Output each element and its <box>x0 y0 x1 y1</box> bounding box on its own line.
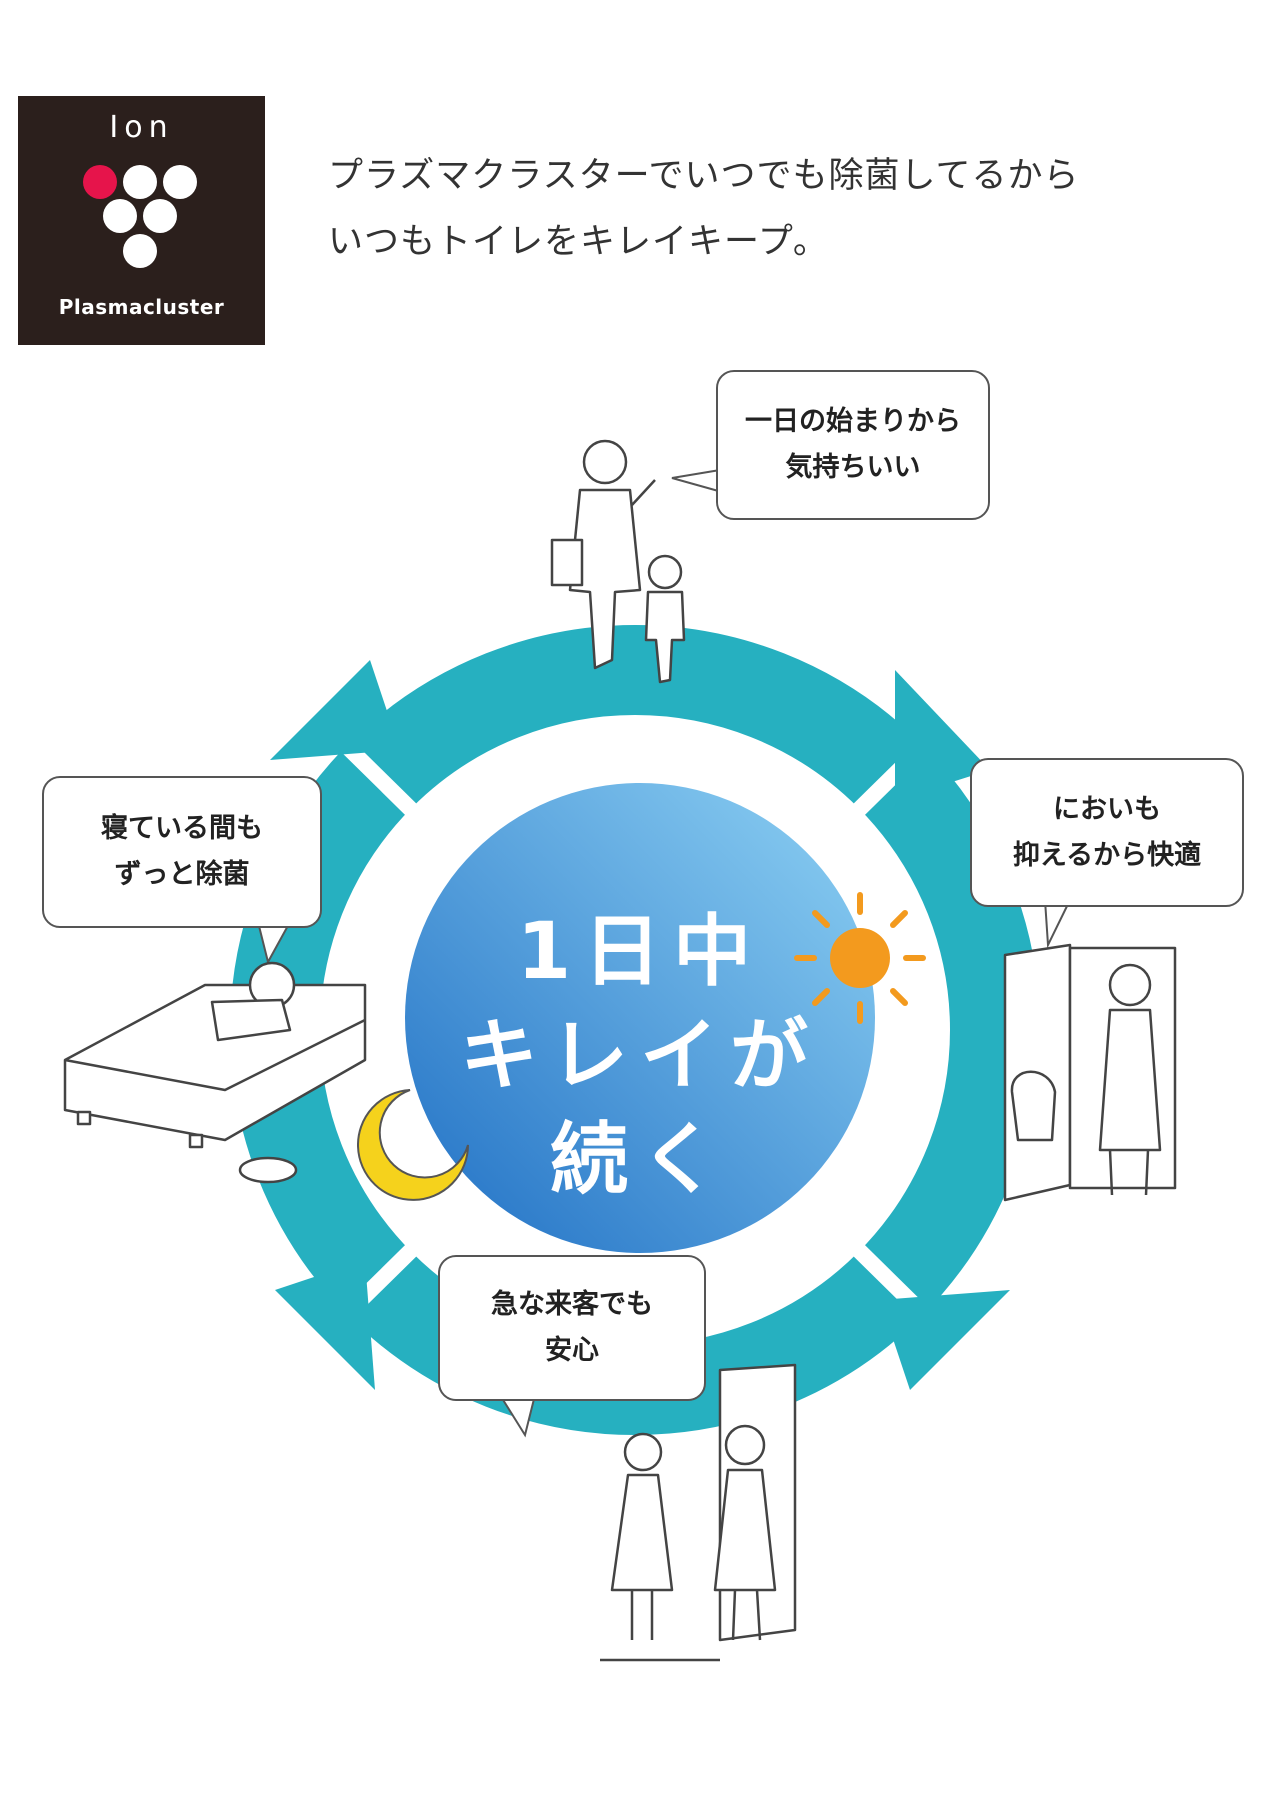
toilet-door-figure <box>1003 943 1177 1202</box>
crescent-moon-icon <box>357 1089 469 1201</box>
bubble-guest: 急な来客でも 安心 <box>438 1255 706 1401</box>
logo-ion-text: Ion <box>109 110 174 145</box>
center-circle <box>405 783 875 1253</box>
tail-night <box>257 921 291 965</box>
bubble-odor-line-2: 抑えるから快適 <box>1012 839 1202 871</box>
center-line-3: 続く <box>549 1115 730 1205</box>
headline-line-1: プラズマクラスターでいつでも除菌してるから <box>328 156 1080 196</box>
cluster-dots-icon <box>83 165 197 268</box>
bubble-night-line-2: ずっと除菌 <box>114 859 250 890</box>
bubble-morning-line-1: 一日の始まりから <box>745 406 961 437</box>
arrow-head-top-left <box>270 660 400 760</box>
sun-icon <box>794 892 926 1024</box>
bubble-morning-line-2: 気持ちいい <box>785 452 921 483</box>
bubble-odor-line-1: においも <box>1053 793 1161 825</box>
bubble-morning: 一日の始まりから 気持ちいい <box>716 370 990 520</box>
visitors-figure <box>600 1363 797 1662</box>
tail-odor <box>1044 899 1071 949</box>
bubble-guest-line-2: 安心 <box>545 1335 599 1366</box>
bubble-night-line-1: 寝ている間も <box>101 813 263 844</box>
arrow-head-bottom-left <box>275 1260 375 1390</box>
headline: プラズマクラスターでいつでも除菌してるから いつもトイレをキレイキープ。 <box>328 143 1079 275</box>
father-child-figure <box>550 439 686 684</box>
logo-name-text: Plasmacluster <box>58 295 225 319</box>
tail-guest <box>499 1394 536 1438</box>
center-message: 1日中 キレイが 続く <box>440 900 840 1212</box>
center-line-2: キレイが <box>459 1011 820 1101</box>
tail-morning <box>671 469 723 493</box>
arrow-head-bottom-right <box>880 1290 1010 1390</box>
plasmacluster-logo: Ion Plasmacluster <box>18 96 265 345</box>
bubble-night: 寝ている間も ずっと除菌 <box>42 776 322 928</box>
bubble-tails <box>257 469 1071 1438</box>
headline-line-2: いつもトイレをキレイキープ。 <box>328 222 829 262</box>
bubble-odor: においも 抑えるから快適 <box>970 758 1244 907</box>
arrow-head-top-right <box>895 670 990 800</box>
bubble-guest-line-1: 急な来客でも <box>491 1289 653 1320</box>
center-line-1: 1日中 <box>516 907 764 997</box>
sleeping-bed-figure <box>63 961 367 1184</box>
